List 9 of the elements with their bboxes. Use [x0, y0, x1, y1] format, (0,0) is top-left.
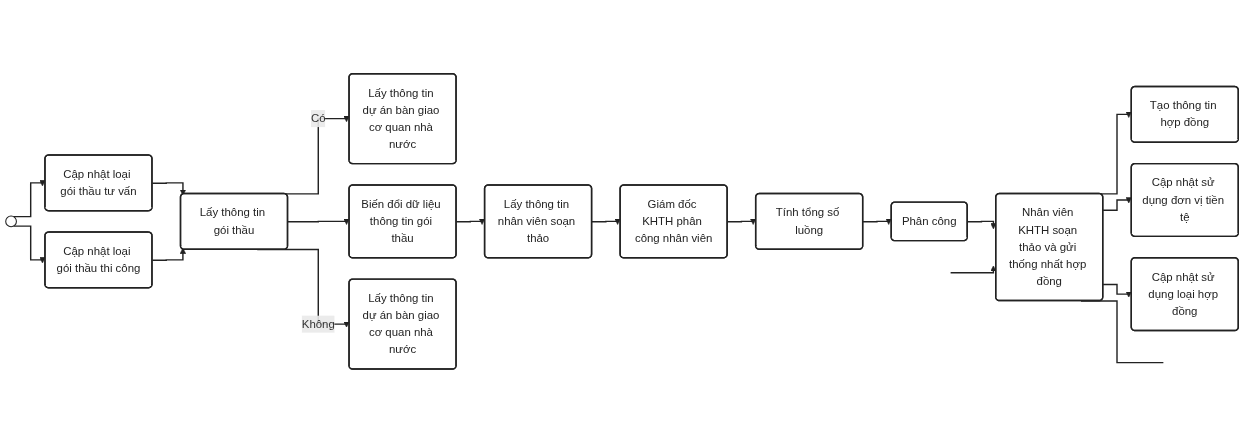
- arrow: [862, 219, 892, 226]
- arrow: [1102, 284, 1132, 299]
- arrow: [1102, 197, 1132, 212]
- node-circle: [5, 215, 17, 228]
- arrow: [287, 219, 350, 226]
- arrow: [151, 248, 187, 262]
- arrow: [591, 219, 621, 226]
- edge-label: Có: [310, 112, 326, 125]
- edge-label: Không: [301, 318, 335, 331]
